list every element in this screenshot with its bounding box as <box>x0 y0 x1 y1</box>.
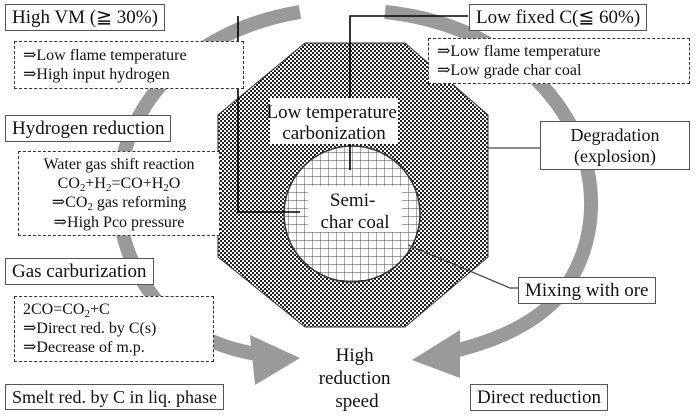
water-gas-title: Water gas shift reaction <box>43 156 195 173</box>
right-arrowhead <box>412 330 460 378</box>
high-speed-line1: High <box>336 345 375 366</box>
water-gas-pressure: ⇒High Pco pressure <box>53 213 185 231</box>
carbon-melting-point: ⇒Decrease of m.p. <box>23 339 145 357</box>
smelt-reduction-label: Smelt red. by C in liq. phase <box>5 384 224 410</box>
semi-char-line2: char coal <box>320 212 389 233</box>
semi-char-line1: Semi- <box>330 190 375 211</box>
left-arrowhead <box>250 335 300 385</box>
high-speed-line3: speed <box>335 391 379 412</box>
high-vm-label: High VM (≧ 30%) <box>5 4 165 31</box>
svg-text:Semi- char coal: Semi- char coal <box>320 190 389 233</box>
carbon-notes: 2CO=CO2+C ⇒Direct red. by C(s) ⇒Decrease… <box>14 296 214 362</box>
mixing-with-ore-label: Mixing with ore <box>518 277 656 304</box>
high-speed-line2: reduction <box>319 368 391 389</box>
water-gas-notes: Water gas shift reaction CO2+H2=CO+H2O ⇒… <box>18 151 220 236</box>
high-vm-note-1: ⇒Low flame temperature <box>23 47 187 64</box>
gas-carburization-label: Gas carburization <box>5 258 154 285</box>
low-temp-carb-line1: Low temperature <box>266 102 396 123</box>
semi-char-backdrop <box>308 186 402 232</box>
low-temp-carb-line2: carbonization <box>282 123 386 144</box>
high-vm-notes: ⇒Low flame temperature ⇒High input hydro… <box>14 41 244 90</box>
low-fixed-c-note-1: ⇒Low flame temperature <box>437 43 601 60</box>
svg-text:High reduction speed: High reduction speed <box>319 345 396 412</box>
water-gas-equation: CO2+H2=CO+H2O <box>57 175 181 195</box>
hydrogen-reduction-label: Hydrogen reduction <box>5 115 172 142</box>
carbon-direct-reduction: ⇒Direct red. by C(s) <box>23 320 157 338</box>
degradation-line2: (explosion) <box>574 145 656 166</box>
low-fixed-c-notes: ⇒Low flame temperature ⇒Low grade char c… <box>428 38 690 85</box>
degradation-line1: Degradation <box>570 125 660 145</box>
low-fixed-c-note-2: ⇒Low grade char coal <box>437 62 582 80</box>
water-gas-reforming: ⇒CO2 gas reforming <box>51 194 187 214</box>
mixing-connector <box>407 244 520 289</box>
svg-text:Low temperature carbonizat: Low temperature carbonization <box>266 102 401 144</box>
high-vm-note-2: ⇒High input hydrogen <box>23 66 170 84</box>
direct-reduction-label: Direct reduction <box>470 384 608 411</box>
degradation-label: Degradation (explosion) <box>540 121 690 171</box>
carbon-equation: 2CO=CO2+C <box>23 301 110 320</box>
low-fixed-c-label: Low fixed C(≦ 60%) <box>469 4 648 31</box>
low-temp-carb-backdrop <box>270 98 398 144</box>
